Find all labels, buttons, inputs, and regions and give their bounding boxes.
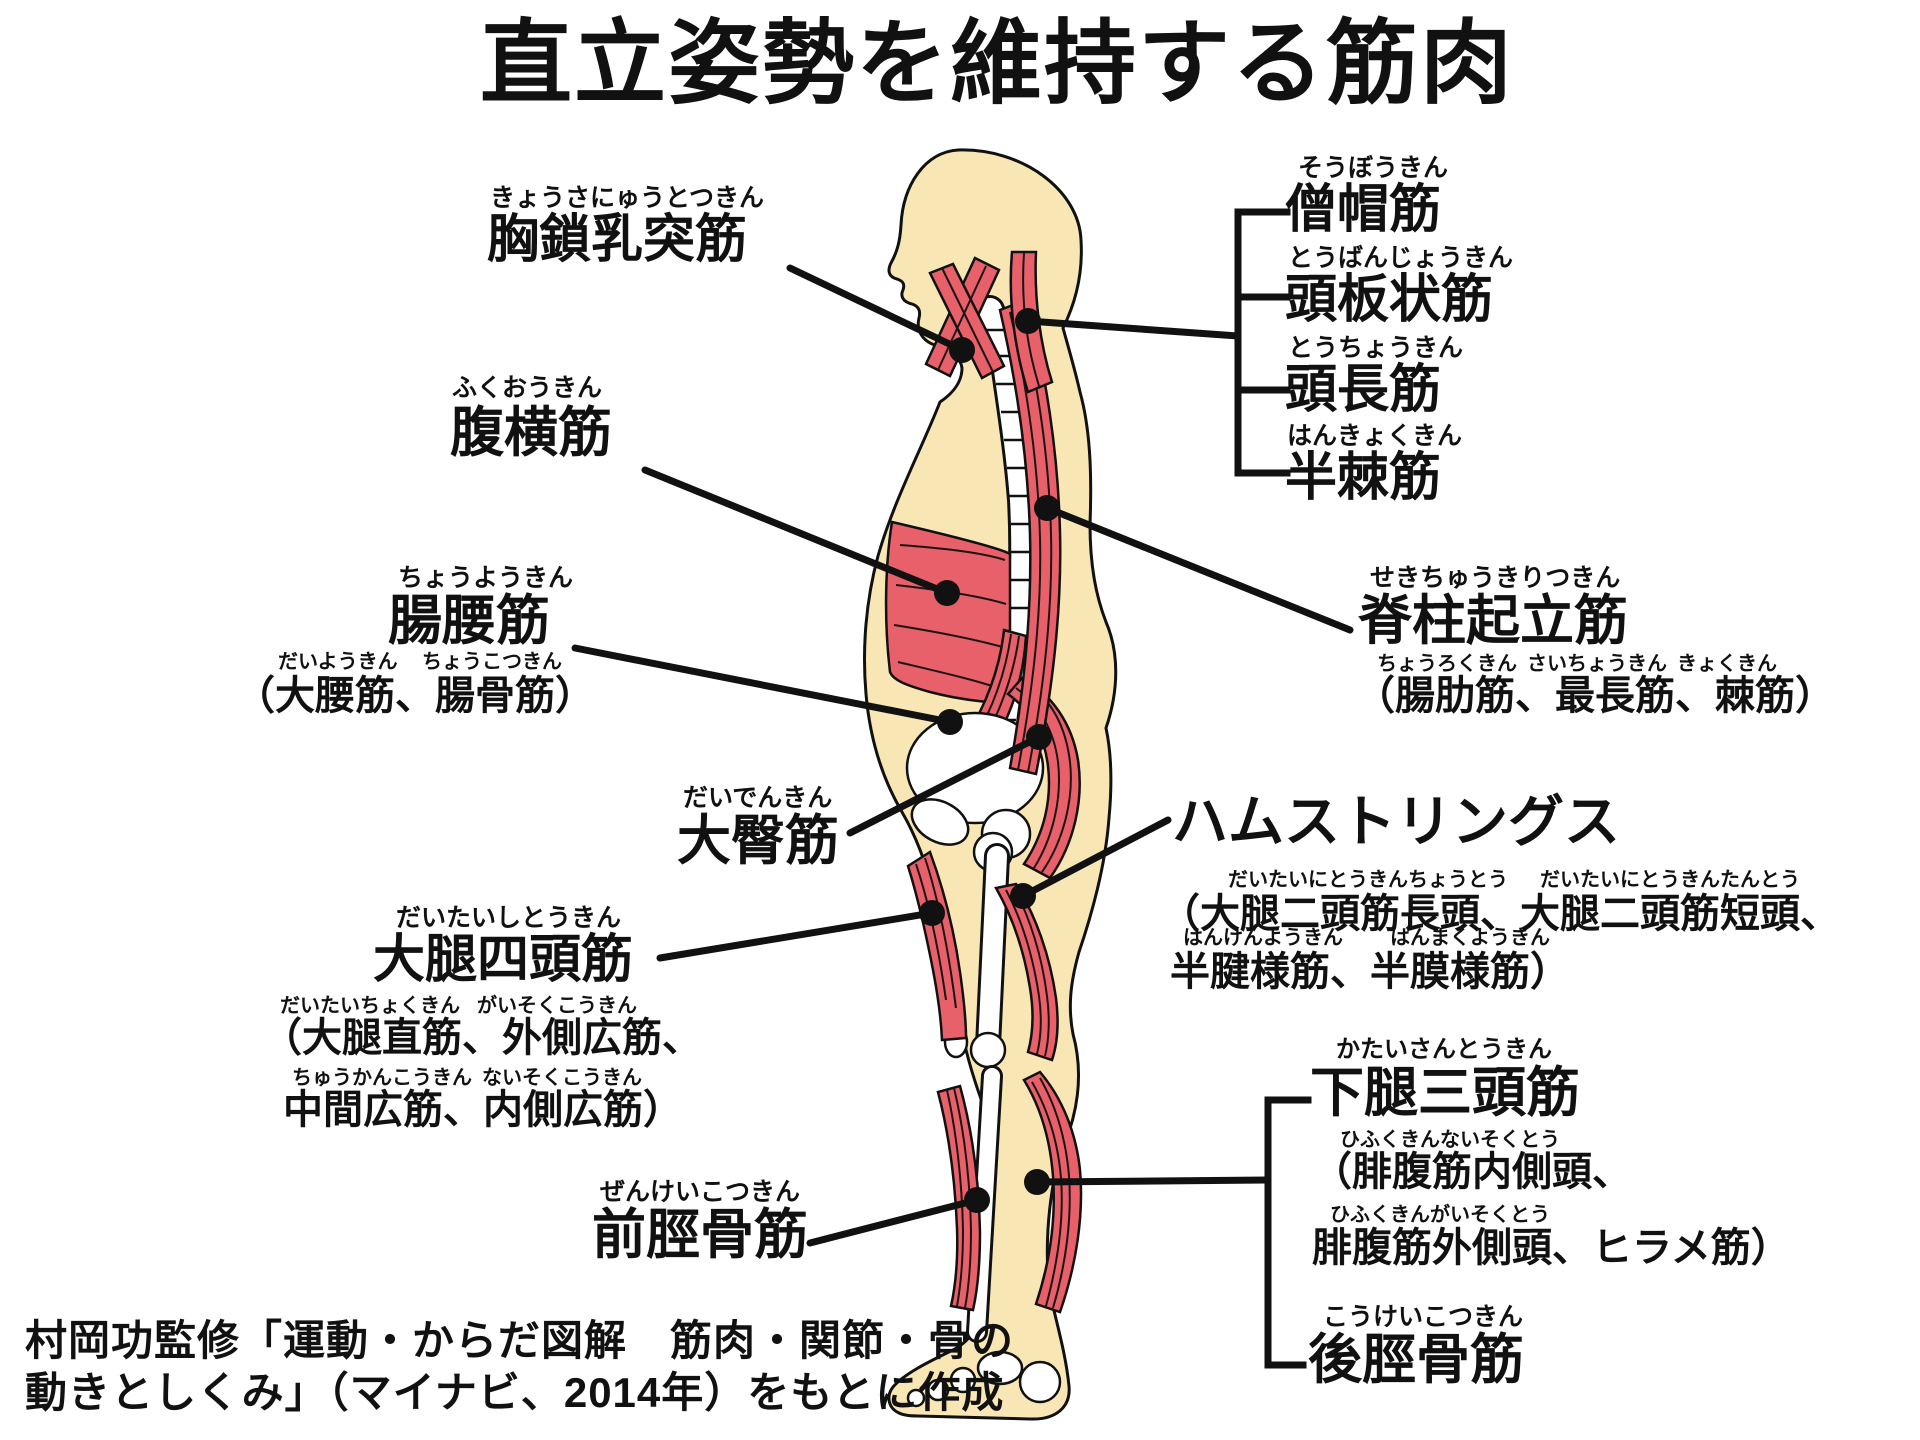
label-triceps-surae-kanji: 下腿三頭筋 [1310, 1063, 1580, 1123]
label-splenius-furigana: とうばんじょうきん [1288, 244, 1514, 272]
label-semispinalis-kanji: 半棘筋 [1285, 449, 1442, 507]
label-erector-sub-furigana-1: ちょうろくきん [1377, 653, 1517, 675]
label-hamstrings-sub1-kanji: （大腿二頭筋長頭、大腿二頭筋短頭、 [1160, 892, 1840, 936]
dot-erector-spinae [1034, 495, 1060, 521]
bracket-neck-group [1234, 208, 1291, 477]
label-scm-furigana: きょうさにゅうとつきん [490, 184, 765, 212]
anchor-dots [919, 308, 1060, 1213]
label-splenius-kanji: 頭板状筋 [1285, 271, 1494, 329]
label-trapezius-kanji: 僧帽筋 [1285, 181, 1442, 239]
label-erector-furigana: せきちゅうきりつきん [1370, 564, 1621, 592]
label-gluteus-furigana: だいでんきん [683, 784, 833, 812]
leader-gluteus [846, 733, 1043, 837]
credit-line-2: 動きとしくみ」（マイナビ、2014年）をもとに作成 [25, 1369, 1005, 1416]
leader-transverse-abdominis [641, 466, 951, 597]
leader-iliopsoas [571, 644, 954, 726]
diagram-title: 直立姿勢を維持する筋肉 [480, 13, 1515, 115]
dot-quadriceps [919, 900, 945, 926]
label-quadriceps-sub2-kanji: 中間広筋、内側広筋） [283, 1088, 683, 1132]
label-longus-capitis-furigana: とうちょうきん [1288, 334, 1464, 362]
label-iliopsoas-sub-kanji: （大腰筋、腸骨筋） [235, 674, 595, 718]
label-hamstrings-sub2-kanji: 半腱様筋、半膜様筋） [1170, 950, 1570, 994]
label-hamstrings-sub1-furigana-1: だいたいにとうきんちょうとう [1228, 869, 1508, 891]
leader-tibialis-anterior [806, 1196, 981, 1247]
label-triceps-surae-furigana: かたいさんとうきん [1336, 1036, 1552, 1063]
dot-transverse-abdominis [934, 580, 960, 606]
label-iliopsoas-furigana: ちょうようきん [398, 564, 574, 592]
label-tibialis-anterior-furigana: ぜんけいこつきん [600, 1178, 801, 1206]
label-tibialis-posterior-furigana: こうけいこつきん [1323, 1303, 1524, 1331]
label-quadriceps-kanji: 大腿四頭筋 [373, 931, 634, 989]
label-quadriceps-sub2-furigana-2: ないそくこうきん [482, 1067, 642, 1089]
leader-lines [571, 264, 1354, 1247]
leader-scm [786, 264, 966, 354]
label-quadriceps-furigana: だいたいしとうきん [396, 904, 622, 932]
label-quadriceps-sub1-furigana-1: だいたいちょくきん [280, 995, 460, 1017]
muscle-triceps-surae [1022, 1070, 1083, 1314]
leader-quadriceps [656, 909, 936, 962]
label-quadriceps-sub1-kanji: （大腿直筋、外側広筋、 [262, 1016, 702, 1060]
label-triceps-surae-sub1-furigana: ひふくきんないそくとう [1340, 1129, 1560, 1151]
credit-line-1: 村岡功監修「運動・からだ図解 筋肉・関節・骨の [25, 1317, 1015, 1364]
label-quadriceps-sub2-furigana-1: ちゅうかんこうきん [292, 1067, 472, 1089]
leader-erector-spinae [1043, 504, 1354, 634]
dot-iliopsoas [937, 709, 963, 735]
label-hamstrings-sub2-furigana-2: はんまくようきん [1390, 927, 1550, 949]
muscle-sternocleidomastoid [924, 256, 1006, 380]
leader-neck-group [1024, 317, 1242, 340]
label-erector-sub-furigana-2: さいちょうきん [1527, 653, 1667, 675]
label-tibialis-anterior-kanji: 前脛骨筋 [592, 1205, 808, 1265]
label-erector-kanji: 脊柱起立筋 [1358, 591, 1628, 651]
label-trapezius-furigana: そうぼうきん [1298, 154, 1449, 182]
dot-triceps-surae [1024, 1169, 1050, 1195]
bracket-lower-leg-group [1264, 1096, 1312, 1369]
label-triceps-surae-sub1-kanji: （腓腹筋内側頭、 [1312, 1150, 1632, 1194]
leader-triceps-surae [1033, 1176, 1272, 1186]
label-tibialis-posterior-kanji: 後脛骨筋 [1308, 1330, 1524, 1390]
label-transverse-abdominis-furigana: ふくおうきん [452, 374, 603, 402]
dot-gluteus [1026, 724, 1052, 750]
muscle-hamstrings [994, 882, 1059, 1062]
label-hamstrings-sub1-furigana-2: だいたいにとうきんたんとう [1540, 869, 1800, 891]
label-hamstrings-sub2-furigana-1: はんけんようきん [1183, 927, 1343, 949]
leader-hamstrings [1019, 816, 1172, 900]
label-erector-sub-kanji: （腸肋筋、最長筋、棘筋） [1355, 674, 1835, 718]
label-transverse-abdominis-kanji: 腹横筋 [450, 403, 612, 463]
dot-tibialis-anterior [964, 1187, 990, 1213]
label-hamstrings-kanji: ハムストリングス [1172, 790, 1620, 853]
label-semispinalis-furigana: はんきょくきん [1287, 422, 1463, 450]
label-iliopsoas-kanji: 腸腰筋 [388, 591, 550, 651]
label-longus-capitis-kanji: 頭長筋 [1285, 361, 1442, 419]
label-iliopsoas-sub-furigana-2: ちょうこつきん [422, 651, 562, 673]
label-iliopsoas-sub-furigana-1: だいようきん [278, 651, 398, 673]
label-gluteus-kanji: 大臀筋 [677, 811, 839, 871]
dot-hamstrings [1010, 883, 1036, 909]
label-quadriceps-sub1-furigana-2: がいそくこうきん [477, 995, 637, 1017]
label-triceps-surae-sub2-kanji: 腓腹筋外側頭、ヒラメ筋） [1312, 1226, 1791, 1270]
label-triceps-surae-sub2-furigana: ひふくきんがいそくとう [1330, 1204, 1550, 1226]
label-scm-kanji: 胸鎖乳突筋 [487, 211, 748, 269]
muscle-tibialis-anterior [936, 1084, 982, 1312]
muscle-transverse-abdominis [884, 520, 1012, 704]
dot-neck-group [1015, 308, 1041, 334]
dot-scm [949, 337, 975, 363]
label-erector-sub-furigana-3: きょくきん [1677, 653, 1777, 675]
